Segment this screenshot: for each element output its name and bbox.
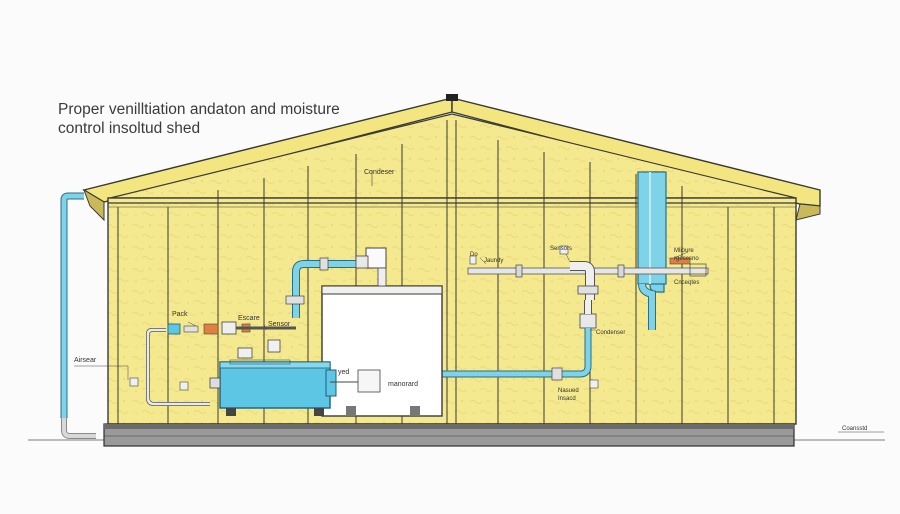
diagram-title: Proper venilltiation andaton and moistur… (58, 100, 340, 138)
label-escape: Escare (238, 315, 260, 322)
roof-fascia (83, 188, 105, 222)
label-sensors: Sensors (550, 246, 572, 252)
label-pack: Pack (172, 311, 188, 318)
condenser-unit (321, 285, 443, 417)
label-jaundy: Jaundy (484, 258, 503, 264)
wall-studs (117, 120, 775, 424)
label-nasued: Nasued (558, 388, 579, 394)
label-manorard: manorard (388, 381, 418, 388)
label-air-sensor: Airsear (74, 357, 97, 364)
gable-insulation (109, 113, 797, 199)
label-yed: yed (338, 369, 349, 376)
leader-lines (74, 251, 884, 433)
label-condenser: Condeser (364, 169, 395, 176)
title-line-1: Proper venilltiation andaton and moistur… (58, 101, 340, 118)
label-ground: Coansstd (842, 426, 867, 432)
label-moisture-bot: Cnceqtes (674, 280, 699, 286)
label-moisture-mid: rgecesno (674, 256, 699, 262)
downpipe-outlet (61, 418, 96, 439)
roof-fascia-right (795, 203, 821, 221)
roof-vent (446, 94, 458, 101)
wall-insulation (107, 197, 797, 425)
label-moisture-top: Mlioure (674, 248, 694, 254)
label-sensor: Sensor (268, 321, 291, 328)
label-insacd: Insacd (558, 396, 576, 402)
label-condenser-lower: Condenser (596, 330, 625, 336)
dehumidifier-tank (219, 361, 331, 409)
downpipe-left (60, 192, 84, 418)
label-do: Do (470, 252, 478, 258)
title-line-2: control insoltud shed (58, 120, 201, 137)
